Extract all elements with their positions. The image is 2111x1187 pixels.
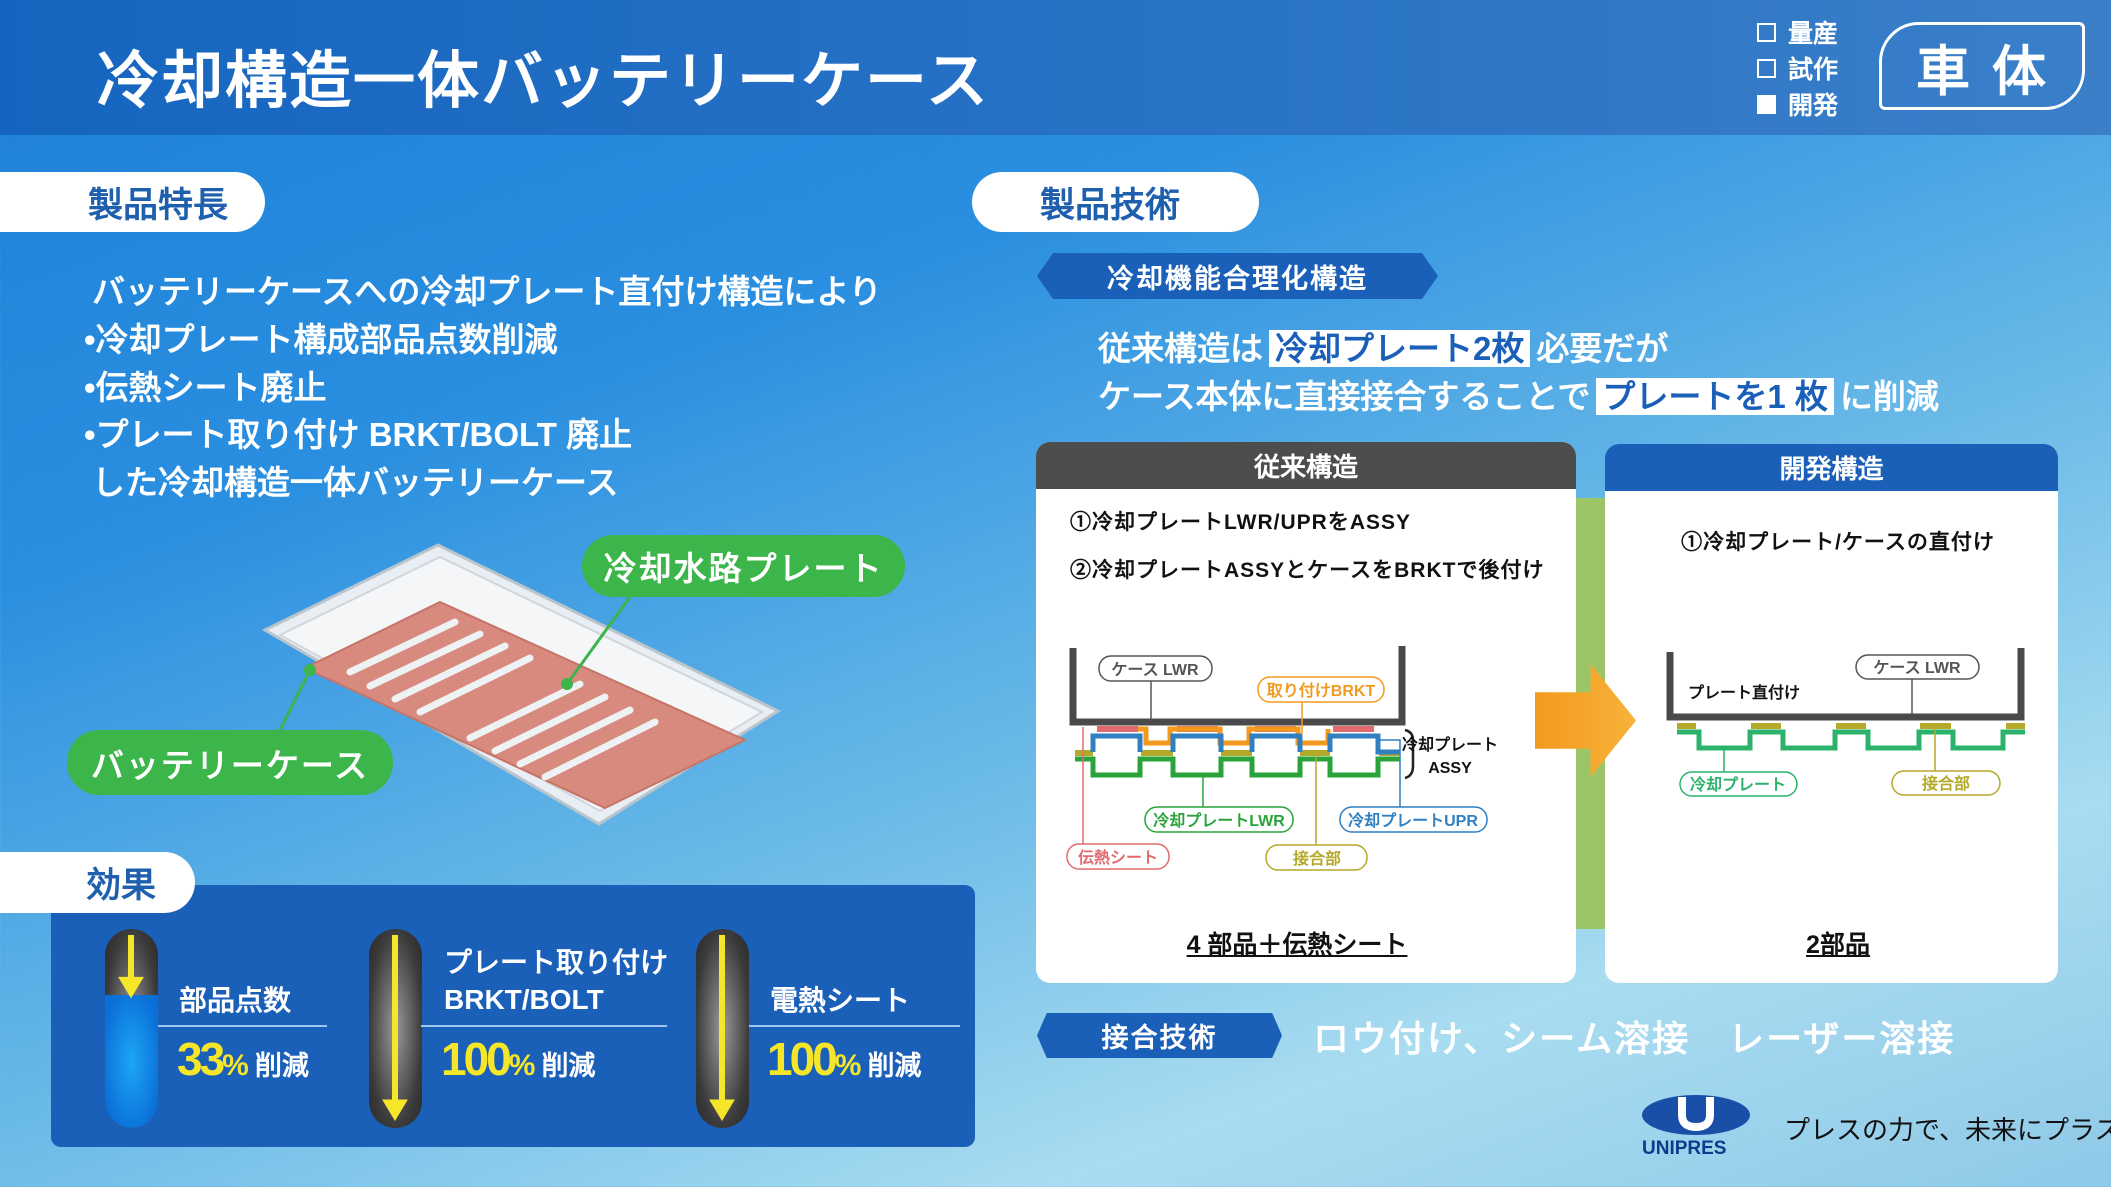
effects-panel (51, 885, 975, 1147)
desc-line-1: 従来構造は冷却プレート2枚必要だが (1098, 322, 1668, 370)
developed-total: 2部品 (1806, 931, 1870, 959)
divider (749, 1025, 960, 1027)
desc-line-2: ケース本体に直接接合することでプレートを1 枚に削減 (1098, 370, 1939, 418)
callout-battery-case: バッテリーケース (67, 730, 393, 795)
brand-logo-text: UNIPRES (1642, 1138, 1727, 1159)
desc-text: 従来構造は (1098, 330, 1263, 367)
status-label: 開発 (1788, 92, 1839, 120)
conventional-step: ①冷却プレートLWR/UPRをASSY (1070, 511, 1412, 534)
cooling-channels (346, 618, 659, 781)
divider (421, 1025, 667, 1027)
subheading-banner: 冷却機能合理化構造 (1037, 253, 1438, 299)
callout-dot (561, 678, 573, 690)
joining-banner: 接合技術 (1037, 1013, 1282, 1058)
value-number: 100 (441, 1033, 512, 1085)
unipres-logo-icon (1642, 1095, 1750, 1135)
features-heading: 製品特長 (0, 172, 265, 232)
effect-value: 33%削減 (177, 1032, 309, 1086)
callout-cooling-plate: 冷却水路プレート (582, 535, 905, 597)
checkbox-icon (1757, 58, 1776, 78)
desc-text: に削減 (1839, 378, 1939, 415)
gauge-fill (105, 994, 158, 1128)
desc-highlight: 冷却プレート2枚 (1269, 330, 1531, 367)
brand-tagline: プレスの力で、未来にプラス。 (1784, 1115, 2111, 1145)
effect-value: 100%削減 (767, 1032, 921, 1086)
status-label: 量産 (1788, 20, 1839, 48)
effect-value: 100%削減 (441, 1032, 595, 1086)
value-unit: % (508, 1049, 536, 1082)
callout-dot (304, 664, 316, 676)
value-unit: % (222, 1049, 249, 1082)
effect-label: 部品点数 (179, 985, 292, 1016)
feature-line: •冷却プレート構成部品点数削減 (84, 321, 558, 358)
divider (158, 1025, 327, 1027)
tech-heading: 製品技術 (972, 172, 1259, 232)
card-title: 開発構造 (1605, 444, 2058, 491)
status-label: 試作 (1788, 56, 1839, 84)
status-mass-production: 量産 (1757, 14, 1838, 50)
effect-label: BRKT/BOLT (444, 984, 604, 1015)
card-title: 従来構造 (1036, 442, 1576, 489)
feature-line: •プレート取り付け BRKT/BOLT 廃止 (84, 416, 633, 453)
developed-step: ①冷却プレート/ケースの直付け (1681, 531, 1995, 554)
feature-line: •伝熱シート廃止 (84, 369, 327, 406)
developed-card: 開発構造 (1605, 444, 2058, 983)
page-title: 冷却構造一体バッテリーケース (97, 47, 990, 116)
effect-label: プレート取り付け (444, 947, 669, 978)
desc-text: 必要だが (1536, 330, 1669, 367)
desc-highlight: プレートを1 枚 (1596, 378, 1834, 415)
value-unit: % (834, 1049, 862, 1082)
gauge-brkt-bolt (369, 929, 422, 1128)
value-suffix: 削減 (254, 1051, 309, 1081)
checkbox-icon (1757, 22, 1776, 42)
cooling-plate (302, 600, 748, 810)
value-suffix: 削減 (867, 1051, 922, 1081)
value-suffix: 削減 (541, 1051, 596, 1081)
feature-line: バッテリーケースへの冷却プレート直付け構造により (92, 273, 882, 310)
feature-line: した冷却構造一体バッテリーケース (92, 464, 619, 501)
conventional-total: 4 部品＋伝熱シート (1186, 931, 1408, 959)
checkbox-checked-icon (1757, 94, 1776, 114)
conventional-step: ②冷却プレートASSYとケースをBRKTで後付け (1070, 559, 1545, 582)
value-number: 100 (767, 1033, 838, 1085)
category-badge: 車体 (1879, 22, 2085, 110)
desc-text: ケース本体に直接接合することで (1098, 378, 1591, 415)
status-development: 開発 (1757, 86, 1838, 122)
status-prototype: 試作 (1757, 50, 1838, 86)
value-number: 33 (177, 1033, 225, 1085)
gauge-heat-sheet (696, 929, 749, 1128)
gauge-parts-count (105, 929, 158, 1128)
joining-methods: ロウ付け、シーム溶接 レーザー溶接 (1313, 1018, 1956, 1059)
effect-label: 電熱シート (770, 985, 911, 1016)
effects-heading: 効果 (0, 852, 195, 913)
